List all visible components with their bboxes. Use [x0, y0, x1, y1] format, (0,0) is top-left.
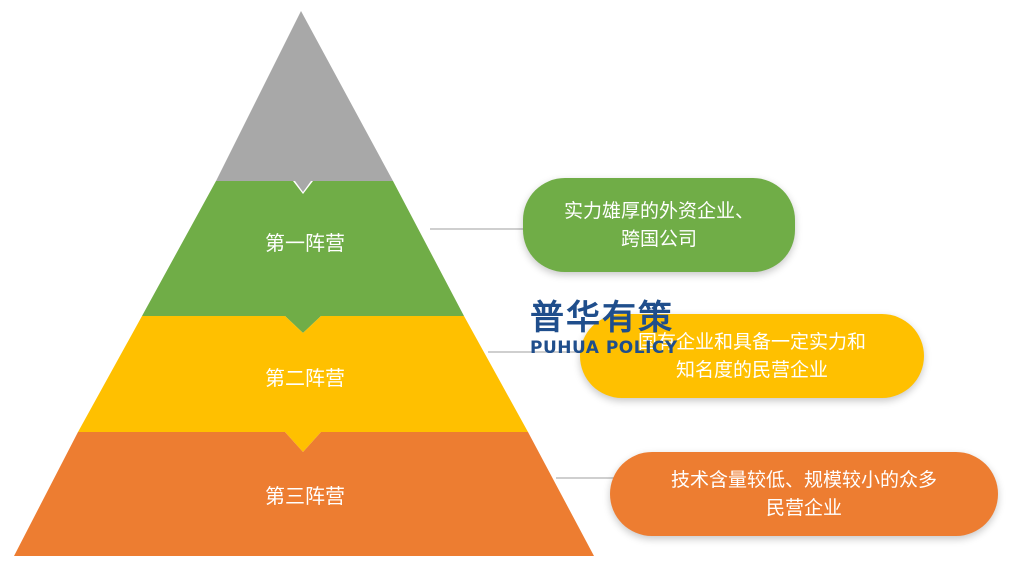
callout-3-line-1: 技术含量较低、规模较小的众多: [670, 469, 937, 491]
tier-label-1: 第一阵营: [265, 231, 345, 255]
callout-tier-2: 国有企业和具备一定实力和 知名度的民营企业: [580, 314, 924, 398]
callout-tier-1: 实力雄厚的外资企业、 跨国公司: [523, 178, 795, 272]
tier-label-2: 第二阵营: [265, 366, 345, 390]
tier-label-3: 第三阵营: [265, 484, 345, 508]
callout-2-line-2: 知名度的民营企业: [675, 359, 828, 381]
callout-tier-3: 技术含量较低、规模较小的众多 民营企业: [610, 452, 998, 536]
pyramid-tier-top: [216, 11, 393, 192]
callout-1-line-1: 实力雄厚的外资企业、: [563, 200, 754, 222]
pyramid-tier-2: [78, 316, 528, 452]
pyramid-tier-3: [14, 432, 594, 556]
pyramid-tier-1: [142, 181, 464, 333]
callout-1-line-2: 跨国公司: [620, 228, 697, 250]
callout-2-line-1: 国有企业和具备一定实力和: [637, 331, 866, 353]
callout-3-line-2: 民营企业: [765, 497, 842, 519]
